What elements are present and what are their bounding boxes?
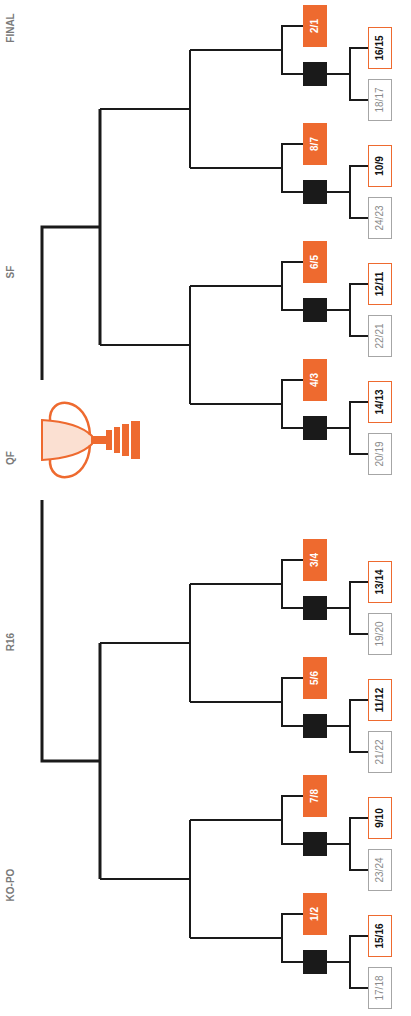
winner-slot <box>303 832 327 856</box>
playoff-box: 16/15 <box>368 27 392 69</box>
trophy-cup <box>42 420 92 460</box>
playoff-box: 15/16 <box>368 915 392 957</box>
winner-slots <box>303 62 327 974</box>
bracket-line <box>190 678 303 726</box>
bracket-line <box>190 144 303 192</box>
playoff-box-grey: 22/21 <box>368 315 392 357</box>
winner-slot <box>303 714 327 738</box>
seed-number: 14/13 <box>375 389 385 414</box>
bracket-line <box>327 582 368 634</box>
round-label: R16 <box>6 633 16 651</box>
seed-box: 4/3 <box>303 359 327 401</box>
bracket-line <box>327 818 368 870</box>
seed-number: 17/18 <box>375 975 385 1000</box>
seed-box: 3/4 <box>303 539 327 581</box>
seed-number: 19/20 <box>375 621 385 646</box>
seed-number: 22/21 <box>375 323 385 348</box>
winner-slot <box>303 950 327 974</box>
seed-number: 18/17 <box>375 87 385 112</box>
seed-number: 21/22 <box>375 739 385 764</box>
bracket-line <box>190 26 303 74</box>
bracket-line <box>190 914 303 962</box>
seed-box: 7/8 <box>303 775 327 817</box>
bracket-lines-upper <box>42 109 100 879</box>
seed-box: 6/5 <box>303 241 327 283</box>
seed-number: 20/19 <box>375 441 385 466</box>
playoff-box-grey: 23/24 <box>368 849 392 891</box>
seed-number: 10/9 <box>375 156 385 175</box>
playoff-box: 9/10 <box>368 797 392 839</box>
round-label-box: QF <box>3 438 19 478</box>
seed-number: 3/4 <box>310 553 320 567</box>
round-label: FINAL <box>6 13 16 42</box>
trophy-base <box>122 424 129 456</box>
bracket-line <box>327 48 368 100</box>
seed-number: 7/8 <box>310 789 320 803</box>
bracket-line <box>327 402 368 454</box>
trophy-base <box>131 421 140 459</box>
seed-number: 1/2 <box>310 907 320 921</box>
playoff-box-grey: 21/22 <box>368 731 392 773</box>
trophy-stem <box>92 436 106 444</box>
seed-number: 8/7 <box>310 137 320 151</box>
round-label-box: SF <box>3 252 19 292</box>
seed-number: 13/14 <box>375 569 385 594</box>
bracket-lines-lower <box>100 26 368 988</box>
round-label: QF <box>6 451 16 465</box>
playoff-box-grey: 17/18 <box>368 967 392 1009</box>
playoff-box: 14/13 <box>368 381 392 423</box>
seed-number: 11/12 <box>375 688 385 712</box>
trophy-handles <box>50 403 90 477</box>
playoff-box: 11/12 <box>368 679 392 721</box>
bracket-line <box>327 284 368 336</box>
seed-number: 4/3 <box>310 373 320 387</box>
bracket-line <box>190 380 303 428</box>
winner-slot <box>303 596 327 620</box>
round-label-box: R16 <box>3 622 19 662</box>
playoff-box: 13/14 <box>368 561 392 603</box>
seed-number: 15/16 <box>375 923 385 948</box>
seed-number: 5/6 <box>310 671 320 685</box>
round-label: SF <box>6 266 16 279</box>
bracket-line <box>327 166 368 218</box>
playoff-box-grey: 19/20 <box>368 613 392 655</box>
bracket-line <box>100 50 190 938</box>
bracket-line <box>327 700 368 752</box>
bracket-line <box>190 796 303 844</box>
winner-slot <box>303 180 327 204</box>
seed-number: 6/5 <box>310 255 320 269</box>
seed-box: 2/1 <box>303 5 327 47</box>
playoff-box: 12/11 <box>368 263 392 305</box>
winner-slot <box>303 298 327 322</box>
seed-box: 8/7 <box>303 123 327 165</box>
seed-number: 2/1 <box>310 19 320 33</box>
round-label-box: KO-PO <box>3 865 19 905</box>
trophy <box>42 403 140 477</box>
seed-number: 16/15 <box>375 35 385 60</box>
seed-box: 1/2 <box>303 893 327 935</box>
bracket-line <box>190 560 303 608</box>
bracket-line <box>190 262 303 310</box>
seed-box: 5/6 <box>303 657 327 699</box>
seed-number: 9/10 <box>375 808 385 827</box>
trophy-base <box>106 430 112 450</box>
winner-slot <box>303 62 327 86</box>
seed-number: 24/23 <box>375 205 385 230</box>
seed-number: 23/24 <box>375 857 385 882</box>
playoff-box-grey: 20/19 <box>368 433 392 475</box>
bracket-line <box>327 936 368 988</box>
trophy-base <box>114 427 120 453</box>
playoff-box-grey: 18/17 <box>368 79 392 121</box>
bracket-line <box>99 109 102 879</box>
playoff-box: 10/9 <box>368 145 392 187</box>
playoff-box-grey: 24/23 <box>368 197 392 239</box>
round-label-box: FINAL <box>3 8 19 48</box>
winner-slot <box>303 416 327 440</box>
seed-number: 12/11 <box>375 272 385 296</box>
round-label: KO-PO <box>6 869 16 902</box>
final-line <box>42 227 100 761</box>
